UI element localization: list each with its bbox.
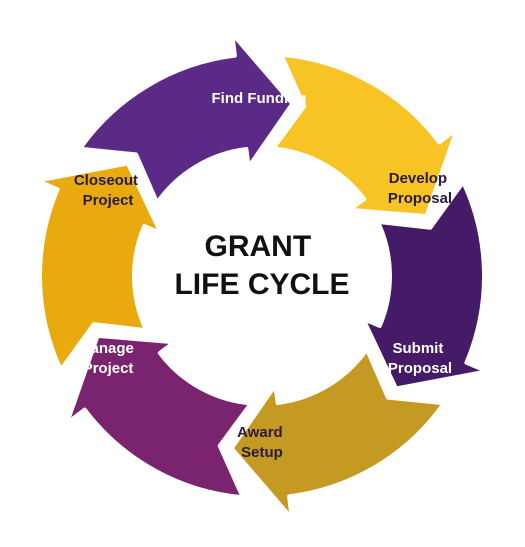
step-label-develop-proposal: Develop Proposal [388, 170, 452, 207]
step-label-find-funding: Find Funding [212, 90, 307, 107]
cycle-arrow-award-setup [229, 347, 446, 521]
cycle-arrow-submit-proposal [361, 180, 489, 391]
cycle-arrow-find-funding [78, 31, 295, 205]
step-label-closeout-project: Closeout Project [74, 172, 142, 209]
step-label-manage-project: Manage Project [78, 340, 138, 377]
step-label-award-setup: Award Setup [237, 424, 287, 461]
cycle-arrow-manage-project [65, 333, 253, 500]
cycle-step-labels: Find Funding Develop Proposal Submit Pro… [74, 90, 452, 461]
step-label-submit-proposal: Submit Proposal [388, 340, 452, 377]
center-title: GRANT LIFE CYCLE [174, 230, 349, 301]
cycle-arrow-segments [35, 31, 489, 521]
cycle-arrow-develop-proposal [271, 52, 459, 219]
cycle-arrow-closeout-project [35, 161, 163, 372]
